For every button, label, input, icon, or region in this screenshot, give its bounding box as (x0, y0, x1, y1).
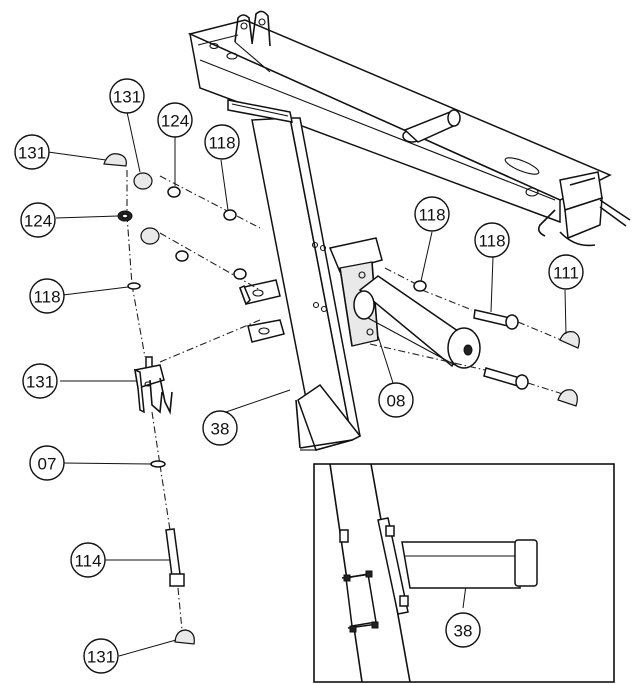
assembly-axes (126, 170, 567, 631)
callout-118: 118 (29, 278, 65, 314)
callout-circle (109, 78, 145, 114)
callout-circle (474, 222, 510, 258)
callout-124: 124 (20, 202, 56, 238)
callout-circle (22, 363, 58, 399)
callout-131: 131 (83, 638, 119, 674)
callout-circle (445, 612, 481, 648)
callout-label: 08 (387, 392, 406, 411)
callout-circle (29, 445, 65, 481)
callout-circle (204, 124, 240, 160)
callout-label: 38 (211, 420, 230, 439)
callout-circle (202, 410, 238, 446)
callout-label: 131 (113, 88, 141, 107)
hardware (103, 153, 580, 645)
callout-label: 118 (33, 288, 60, 307)
callouts: 131 131 124 124 118 118 118 118 111 131 08 38 07 114 1… (14, 78, 584, 674)
callout-circle (29, 278, 65, 314)
detail-inset (313, 463, 615, 683)
top-beam (187, 10, 631, 247)
callout-circle (14, 134, 50, 170)
callout-label: 131 (18, 144, 46, 163)
vertical-post (227, 99, 362, 451)
callout-label: 111 (553, 264, 579, 283)
callout-label: 114 (74, 552, 101, 571)
callout-131: 131 (14, 134, 50, 170)
callout-label: 131 (26, 373, 54, 392)
callout-118: 118 (414, 196, 450, 232)
callout-label: 118 (208, 134, 235, 153)
callout-38: 38 (202, 410, 238, 446)
callout-label: 118 (478, 232, 505, 251)
post-bracket (238, 279, 285, 343)
callout-07: 07 (29, 445, 65, 481)
callout-circle (83, 638, 119, 674)
callout-circle (414, 196, 450, 232)
leader-lines (47, 111, 567, 657)
callout-circle (70, 542, 106, 578)
callout-circle (157, 102, 193, 138)
callout-label: 118 (418, 206, 445, 225)
callout-label: 131 (87, 648, 115, 667)
callout-38: 38 (445, 612, 481, 648)
callout-114: 114 (70, 542, 106, 578)
callout-124: 124 (157, 102, 193, 138)
callout-label: 38 (454, 622, 473, 641)
part-38-mount (328, 237, 481, 369)
callout-131: 131 (109, 78, 145, 114)
callout-label: 07 (38, 455, 57, 474)
callout-circle (378, 382, 414, 418)
callout-circle (548, 254, 584, 290)
callout-131: 131 (22, 363, 58, 399)
callout-111: 111 (548, 254, 584, 290)
callout-118: 118 (474, 222, 510, 258)
callout-118: 118 (204, 124, 240, 160)
callout-label: 124 (161, 112, 189, 131)
callout-08: 08 (378, 382, 414, 418)
callout-circle (20, 202, 56, 238)
part-08-clevis (134, 356, 173, 415)
callout-label: 124 (24, 212, 52, 231)
